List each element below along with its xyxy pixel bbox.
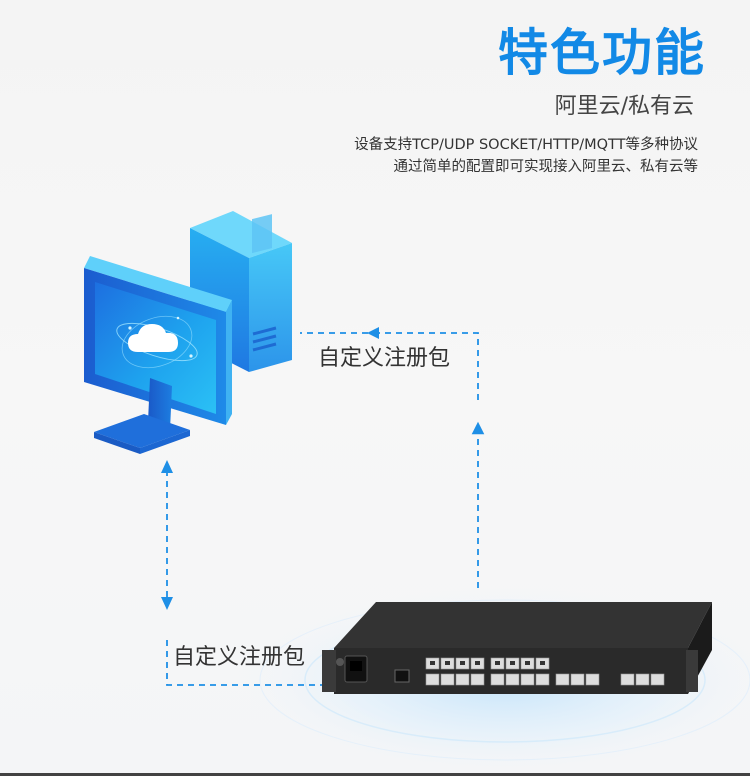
label-register-packet-bottom: 自定义注册包 [173, 645, 306, 670]
cloud-computer-icon [84, 211, 292, 454]
device-glow-ring-outer [259, 599, 750, 761]
connector-left [166, 470, 322, 686]
arrow-left-head [367, 327, 379, 339]
bottom-divider [0, 773, 750, 776]
description-line-2: 通过简单的配置即可实现接入阿里云、私有云等 [393, 159, 699, 175]
page-subtitle: 阿里云/私有云 [554, 94, 694, 119]
arrow-up-head [161, 460, 173, 473]
description-line-1: 设备支持TCP/UDP SOCKET/HTTP/MQTT等多种协议 [354, 137, 698, 153]
connector-right [375, 332, 485, 588]
arrow-down-head [161, 597, 173, 610]
rack-device-icon [322, 602, 712, 694]
page-title: 特色功能 [498, 24, 706, 82]
label-register-packet-top: 自定义注册包 [318, 346, 451, 371]
